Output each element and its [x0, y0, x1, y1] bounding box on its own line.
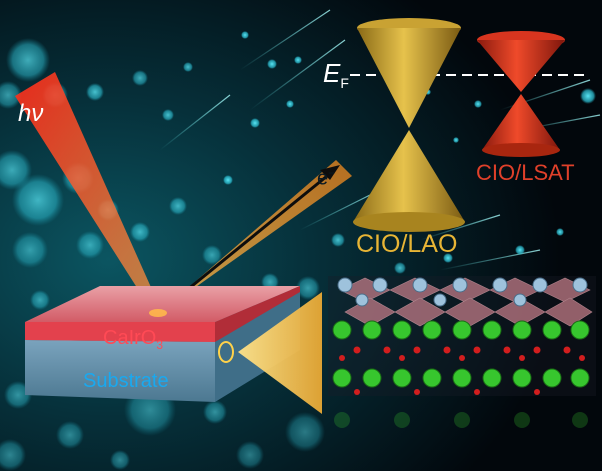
- crystal-structure: [328, 276, 596, 428]
- cio-lao-label: CIO/LAO: [356, 230, 458, 258]
- dirac-cone-gold: [353, 18, 465, 232]
- sample-slab: [25, 286, 300, 402]
- zoom-beam: [218, 292, 322, 414]
- fermi-level-label: EF: [323, 58, 349, 92]
- dirac-cone-red: [477, 31, 565, 157]
- cairo3-film-label: CaIrO3: [103, 327, 164, 352]
- electron-arrowhead: [320, 165, 340, 180]
- cio-lsat-label: CIO/LSAT: [476, 160, 575, 185]
- photon-label: hν: [18, 100, 44, 127]
- photon-beam: [15, 72, 162, 316]
- substrate-label: Substrate: [83, 370, 169, 392]
- fiber-streaks: [159, 9, 601, 271]
- electron-label: e−: [317, 166, 336, 190]
